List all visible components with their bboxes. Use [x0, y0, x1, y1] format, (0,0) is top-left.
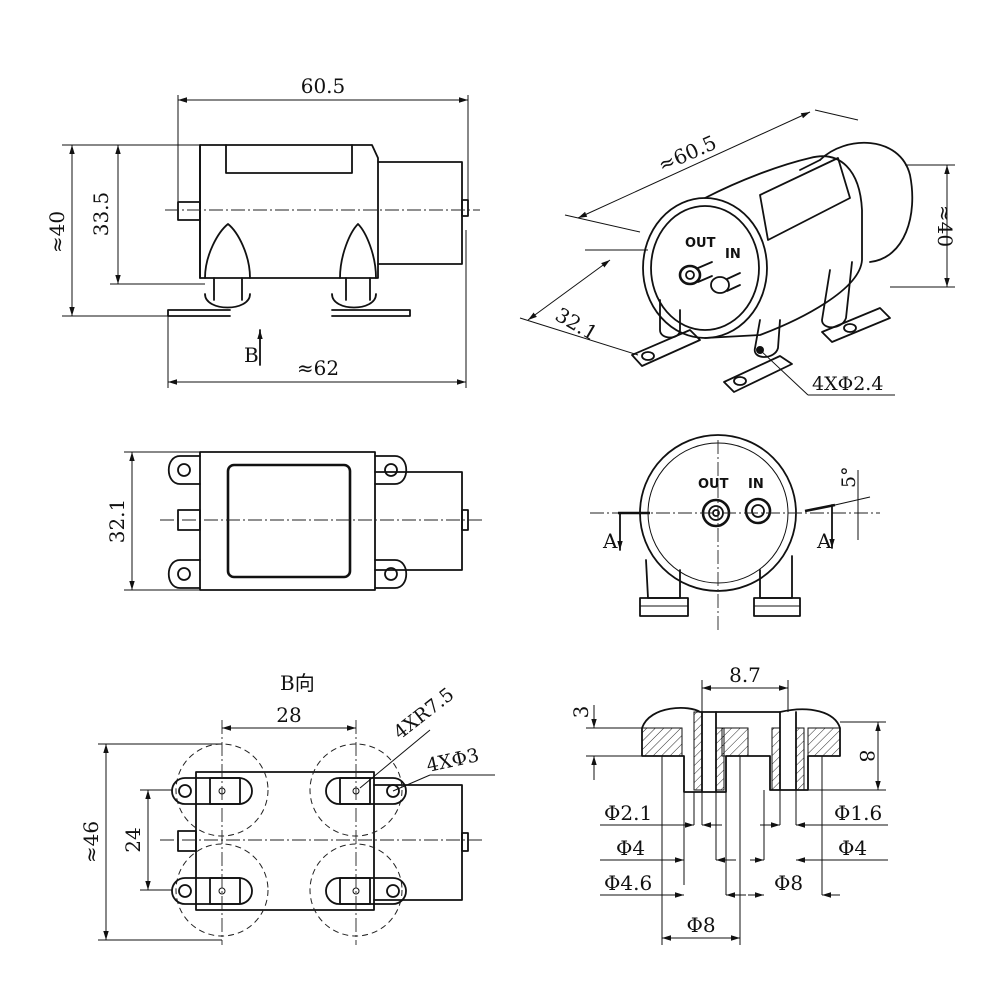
section-in-outer-dia: Φ8 — [774, 871, 803, 895]
section-depth-dim: 3 — [569, 706, 593, 719]
end-section-right: A — [816, 529, 832, 553]
bottom-spacing-y-dim: 24 — [121, 827, 145, 852]
section-length-dim: 8 — [855, 750, 879, 763]
iso-port-in: IN — [725, 247, 741, 262]
bottom-view-title: B向 — [280, 671, 315, 695]
section-port-spacing-dim: 8.7 — [729, 663, 761, 687]
iso-motor — [819, 141, 914, 263]
iso-foot-front-right — [754, 319, 781, 358]
iso-width-dim: 32.1 — [551, 302, 602, 345]
side-foot-right — [339, 223, 377, 279]
iso-foot-front-left — [659, 299, 681, 339]
view-arrow-b: B — [244, 343, 259, 367]
end-port-out: OUT — [698, 477, 729, 492]
plan-label-recess — [226, 463, 352, 579]
section-out-outer-dia: Φ4.6 — [604, 871, 652, 895]
iso-label-recess — [759, 157, 851, 241]
iso-length-dim: ≈60.5 — [654, 130, 720, 177]
iso-port-out: OUT — [685, 236, 716, 251]
side-length-dim: 60.5 — [301, 74, 346, 98]
plan-motor — [374, 471, 463, 571]
iso-height-dim: ≈40 — [933, 205, 957, 247]
section-out-inner-dia: Φ2.1 — [604, 801, 652, 825]
end-view: OUT IN A A 5° — [590, 434, 880, 630]
end-port-in: IN — [748, 477, 764, 492]
bottom-overall-dim: ≈46 — [79, 821, 103, 863]
section-view: 8.7 3 8 Φ2.1 Φ1.6 Φ4 — [569, 663, 888, 945]
side-motor — [377, 161, 463, 265]
side-label-recess — [225, 144, 353, 174]
bottom-motor — [373, 784, 463, 901]
section-in-inner-dia: Φ1.6 — [834, 801, 882, 825]
plan-width-dim: 32.1 — [105, 499, 129, 544]
side-foot-left — [204, 223, 251, 279]
section-in-mid-dia: Φ4 — [838, 836, 867, 860]
end-in-port — [744, 497, 772, 525]
end-section-left: A — [602, 529, 618, 553]
side-view: 60.5 ≈40 33.5 ≈62 B — [45, 74, 480, 388]
side-height-total-dim: ≈40 — [45, 211, 69, 253]
bottom-body — [195, 771, 375, 911]
section-out-mid-dia: Φ4 — [616, 836, 645, 860]
bottom-hole-label: 4XΦ3 — [424, 744, 481, 777]
iso-view: OUT IN ≈60.5 ≈40 32.1 4XΦ — [519, 109, 957, 396]
side-base-length-dim: ≈62 — [297, 356, 339, 380]
section-profile — [641, 707, 841, 793]
side-base — [167, 309, 411, 317]
end-leg-right — [759, 555, 793, 599]
side-height-body-dim: 33.5 — [89, 192, 113, 237]
plan-feet — [167, 455, 408, 589]
end-angle-label: 5° — [838, 466, 860, 488]
iso-holes-label: 4XΦ2.4 — [812, 373, 883, 395]
section-base-dia: Φ8 — [686, 913, 715, 937]
bottom-view: B向 — [79, 671, 495, 945]
iso-end-face — [642, 197, 768, 339]
bottom-spacing-x-dim: 28 — [276, 703, 301, 727]
side-nozzle — [177, 201, 201, 221]
bottom-feet — [171, 777, 407, 905]
plan-view: 32.1 — [105, 451, 485, 591]
